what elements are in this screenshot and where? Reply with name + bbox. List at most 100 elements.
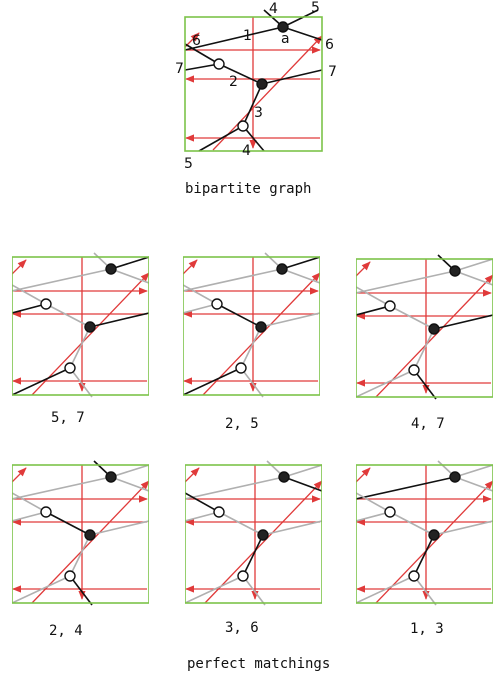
red-arrow (183, 259, 198, 275)
matching-panel (356, 460, 493, 606)
edge-label: 3 (254, 105, 263, 121)
matching-label: 1, 3 (410, 621, 444, 637)
white-vertex (211, 298, 223, 310)
unmatched-edge-1 (183, 268, 283, 292)
unmatched-edge-6 (12, 284, 47, 305)
matched-edge-5 (281, 256, 320, 270)
unmatched-edge-6 (110, 268, 149, 284)
black-vertex (428, 529, 440, 541)
matched-edge-5 (183, 367, 242, 396)
panel-frame (12, 256, 149, 396)
unmatched-edge-1 (12, 476, 112, 500)
unmatched-edge-6 (356, 492, 391, 513)
unmatched-edge-7 (185, 511, 220, 522)
unmatched-edge-5 (454, 258, 493, 272)
edge-7a (184, 63, 220, 71)
white-vertex (237, 570, 249, 582)
vertex-label-a: a (281, 31, 290, 47)
unmatched-edge-3 (413, 328, 435, 371)
white-vertex (408, 364, 420, 376)
edge-1 (184, 26, 284, 51)
unmatched-edge-7 (356, 511, 391, 522)
matching-label: 2, 5 (225, 416, 259, 432)
panel-frame (356, 464, 493, 604)
unmatched-edge-5 (185, 575, 244, 604)
edge-label: 4 (242, 143, 251, 159)
matching-panel (185, 460, 322, 606)
black-vertex (255, 321, 267, 333)
unmatched-edge-5 (283, 464, 322, 478)
black-vertex (105, 263, 117, 275)
matched-edge-3 (242, 534, 264, 577)
edge-label: 4 (269, 1, 278, 17)
black-vertex (428, 323, 440, 335)
unmatched-edge-5 (356, 575, 415, 604)
graph-frame (184, 16, 323, 152)
unmatched-edge-3 (240, 326, 262, 369)
matching-panel (12, 252, 149, 398)
unmatched-edge-6 (110, 476, 149, 492)
bottom-caption: perfect matchings (187, 656, 331, 672)
edge-label: 6 (192, 33, 201, 49)
black-vertex (257, 529, 269, 541)
perfect-matchings-grid (12, 252, 493, 606)
unmatched-edge-7 (262, 520, 322, 536)
unmatched-edge-5 (454, 464, 493, 478)
unmatched-edge-6 (183, 284, 218, 305)
red-arrow (12, 259, 27, 275)
red-arrow (356, 467, 371, 483)
matched-edge-1 (356, 476, 456, 500)
matched-edge-6 (283, 476, 322, 492)
unmatched-edge-7 (12, 511, 47, 522)
matched-edge-2 (45, 511, 91, 536)
red-arrows (184, 17, 323, 151)
matching-panel (183, 252, 320, 398)
matched-edge-5 (12, 367, 71, 396)
panel-frame (183, 256, 320, 396)
edge-label: 2 (229, 74, 238, 90)
red-arrow (185, 467, 200, 483)
unmatched-edge-6 (12, 492, 47, 513)
white-vertex (384, 506, 396, 518)
matching-label: 2, 4 (49, 623, 83, 639)
panel-frame (356, 258, 493, 398)
edge-label: 1 (243, 28, 252, 44)
unmatched-edge-4 (240, 367, 264, 398)
unmatched-edge-3 (69, 326, 91, 369)
unmatched-edge-4 (242, 575, 266, 606)
white-vertex (213, 58, 225, 70)
unmatched-edge-6 (356, 286, 391, 307)
edge-6a (282, 26, 323, 41)
matching-label: 3, 6 (225, 620, 259, 636)
matched-edge-4 (69, 575, 93, 606)
red-arrow (356, 261, 371, 277)
unmatched-edge-2 (389, 305, 435, 330)
unmatched-edge-5 (12, 575, 71, 604)
unmatched-edge-1 (12, 268, 112, 292)
edge-label: 5 (184, 156, 193, 172)
edge-5a (282, 9, 319, 28)
black-vertex (449, 265, 461, 277)
matched-edge-2 (216, 303, 262, 328)
edge-2 (218, 63, 263, 85)
edge-label: 5 (311, 0, 320, 16)
panel-frame (12, 464, 149, 604)
unmatched-edge-6 (281, 268, 320, 284)
matching-panel (356, 254, 493, 400)
edge-label: 7 (328, 64, 337, 80)
black-vertex (449, 471, 461, 483)
red-arrow (202, 272, 320, 396)
unmatched-edge-4 (69, 367, 93, 398)
red-arrow (204, 480, 322, 604)
bipartite-graph-panel: 1 2 3 4 4 5 5 6 6 7 7 a (175, 0, 337, 172)
unmatched-edge-2 (218, 511, 264, 536)
black-vertex (84, 529, 96, 541)
red-arrow (12, 467, 27, 483)
matched-edge-5 (110, 256, 149, 270)
red-arrow (31, 272, 149, 396)
unmatched-edge-2 (389, 511, 435, 536)
white-vertex (384, 300, 396, 312)
edge-6b (184, 43, 220, 65)
white-vertex (213, 506, 225, 518)
matched-edge-4 (413, 369, 437, 400)
